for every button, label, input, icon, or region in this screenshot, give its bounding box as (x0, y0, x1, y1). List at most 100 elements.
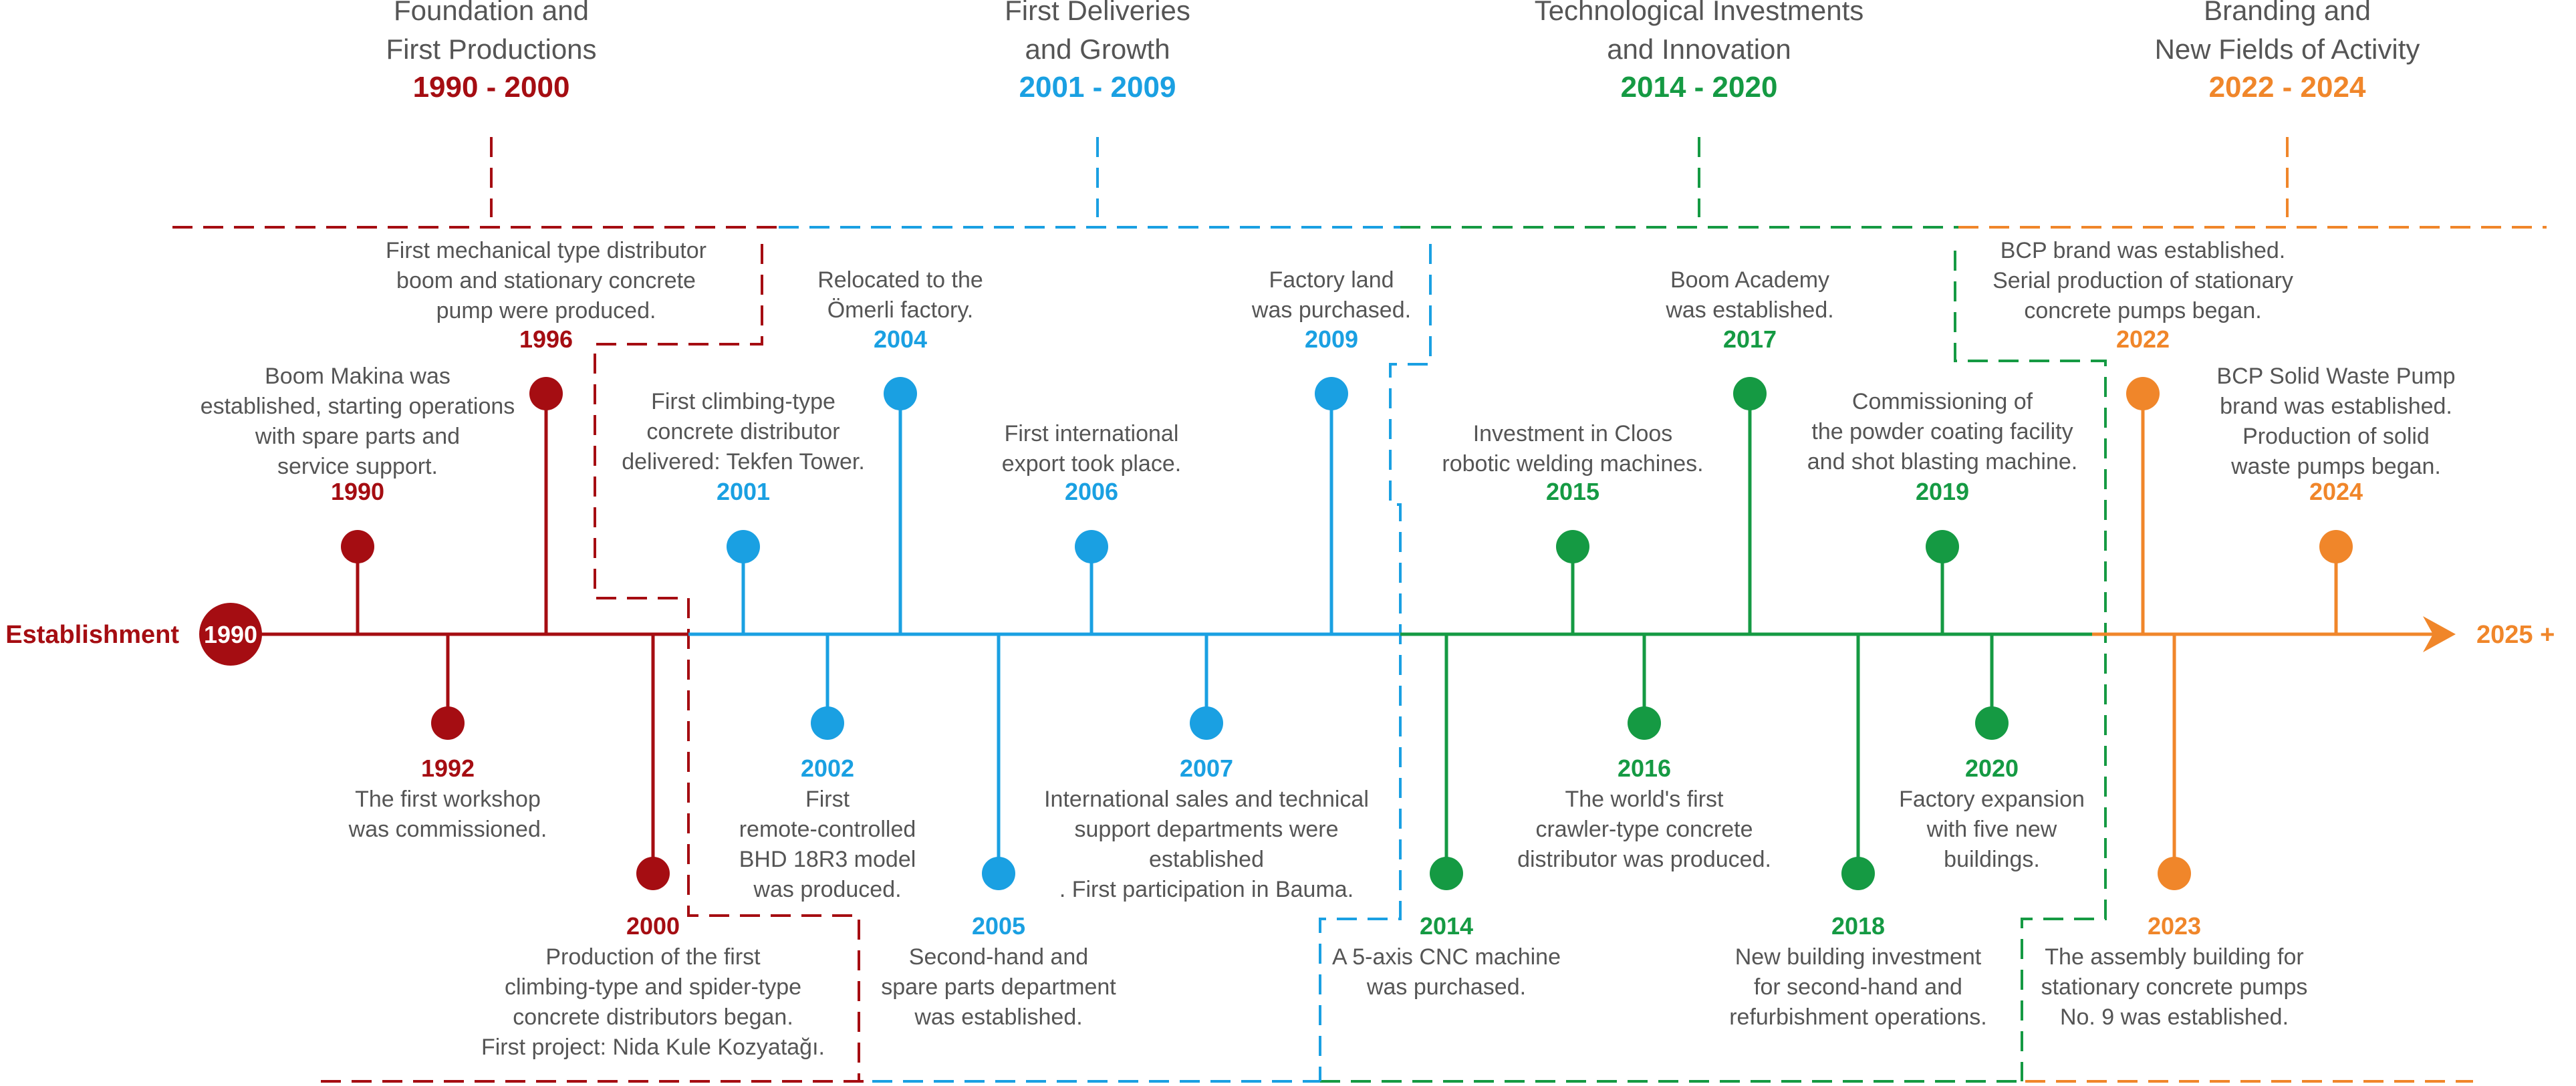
event-description-line: was purchased. (1251, 297, 1411, 323)
event-description-line: Second-hand and (909, 944, 1088, 970)
event-description-line: was commissioned. (348, 817, 547, 842)
event-year: 2004 (874, 325, 927, 353)
event-dot (884, 377, 917, 410)
event-description-line: was purchased. (1366, 974, 1526, 1000)
event-description-line: Production of solid (2242, 424, 2430, 449)
event-description-line: distributor was produced. (1517, 847, 1771, 872)
axis-start-label: Establishment (5, 621, 179, 649)
phase-header-2: First Deliveries and Growth 2001 - 2009 (1005, 0, 1190, 104)
event-description-line: No. 9 was established. (2060, 1004, 2289, 1030)
phase-years: 2014 - 2020 (1621, 71, 1778, 104)
event-year: 2020 (1965, 755, 2019, 782)
phase-title-line2: New Fields of Activity (2155, 33, 2420, 65)
phase-title-line1: Foundation and (394, 0, 589, 26)
event-year: 1992 (421, 755, 475, 782)
event-description-line: crawler-type concrete (1535, 817, 1753, 842)
event-description-line: was established. (914, 1004, 1082, 1030)
event-year: 2000 (626, 912, 680, 940)
event-year: 2007 (1180, 755, 1233, 782)
event-description-line: delivered: Tekfen Tower. (622, 449, 865, 474)
event-dot (2126, 377, 2160, 410)
event-dot (1975, 706, 2009, 740)
event-description-line: established (1149, 847, 1264, 872)
event-year: 2001 (717, 478, 770, 505)
event-description-line: export took place. (1002, 451, 1181, 477)
event-description-line: First climbing-type (651, 389, 835, 414)
phase-title-line1: Technological Investments (1535, 0, 1864, 26)
event-description-line: brand was established. (2220, 394, 2452, 419)
event-description-line: Commissioning of (1852, 389, 2033, 414)
phase-years: 1990 - 2000 (413, 71, 570, 104)
event-description-line: concrete distributors began. (513, 1004, 793, 1030)
event-description-line: waste pumps began. (2230, 454, 2441, 479)
event-description-line: concrete pumps began. (2024, 298, 2261, 323)
event-2009: 2009 Factory land was purchased. (1251, 267, 1411, 634)
event-description-line: with five new (1926, 817, 2057, 842)
event-description-line: Factory land (1269, 267, 1394, 293)
event-year: 2009 (1305, 325, 1358, 353)
event-2001: 2001 First climbing-type concrete distribu… (622, 389, 865, 634)
event-dot (529, 377, 563, 410)
event-dot (1841, 857, 1875, 890)
phase-header-4: Branding and New Fields of Activity 2022… (2155, 0, 2420, 104)
event-description-line: remote-controlled (739, 817, 916, 842)
event-description-line: and shot blasting machine. (1807, 449, 2077, 474)
phase-header-3: Technological Investments and Innovation… (1535, 0, 1864, 104)
phase-title-line1: First Deliveries (1005, 0, 1190, 26)
phase-title-line2: First Productions (386, 33, 596, 65)
event-year: 2023 (2148, 912, 2201, 940)
timeline-events: 1990 Boom Makina was established, starting… (201, 238, 2456, 1060)
event-description-line: spare parts department (881, 974, 1116, 1000)
event-description-line: First international (1005, 421, 1179, 446)
event-dot (636, 857, 670, 890)
event-year: 2014 (1420, 912, 1473, 940)
event-dot (1733, 377, 1767, 410)
phase-title-line2: and Innovation (1607, 33, 1791, 65)
event-description-line: Boom Makina was (265, 364, 450, 389)
event-description-line: Relocated to the (817, 267, 983, 293)
start-badge-year: 1990 (204, 621, 257, 648)
event-year: 2002 (801, 755, 854, 782)
event-description-line: concrete distributor (646, 419, 840, 444)
event-dot (1075, 530, 1108, 563)
event-description-line: BHD 18R3 model (739, 847, 916, 872)
phase-title-line1: Branding and (2204, 0, 2371, 26)
event-description-line: Investment in Cloos (1473, 421, 1673, 446)
phase-brackets (172, 137, 2547, 1083)
event-description-line: pump were produced. (436, 298, 656, 323)
event-dot (727, 530, 760, 563)
axis-end-label: 2025 + (2476, 621, 2555, 649)
event-description-line: for second-hand and (1754, 974, 1962, 1000)
event-year: 1990 (331, 478, 384, 505)
event-description-line: support departments were (1075, 817, 1339, 842)
event-year: 2015 (1546, 478, 1599, 505)
event-year: 2005 (972, 912, 1025, 940)
event-description-line: with spare parts and (255, 424, 460, 449)
event-description-line: established, starting operations (201, 394, 515, 419)
event-description-line: service support. (277, 454, 438, 479)
event-description-line: International sales and technical (1044, 787, 1369, 812)
event-dot (431, 706, 465, 740)
bracket-divider-green (1954, 251, 2107, 1081)
event-description-line: Boom Academy (1670, 267, 1829, 293)
event-dot (1190, 706, 1223, 740)
event-year: 2022 (2116, 325, 2170, 353)
event-description-line: climbing-type and spider-type (505, 974, 801, 1000)
event-description-line: . First participation in Bauma. (1059, 877, 1354, 902)
